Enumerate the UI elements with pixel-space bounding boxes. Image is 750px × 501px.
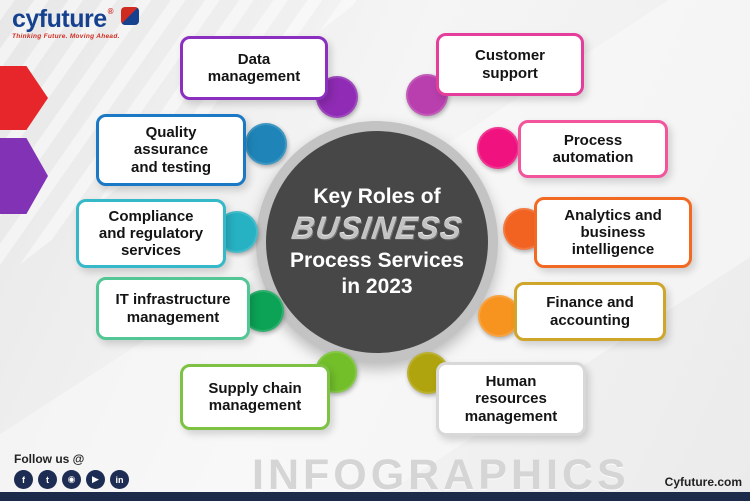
role-label: Supply chain management — [208, 379, 302, 414]
role-box-analytics: Analytics and business intelligence — [534, 197, 692, 268]
role-label: Customer support — [474, 47, 545, 82]
center-title-line1: Key Roles of — [313, 184, 441, 208]
logo-text: cyfuture — [12, 5, 107, 33]
role-box-quality-assurance: Quality assurance and testing — [96, 114, 246, 186]
role-label: Data management — [207, 50, 301, 85]
follow-us-block: Follow us @ f t ◉ ▶ in — [14, 452, 134, 489]
bottom-bar — [0, 492, 750, 501]
center-title-line3: Process Services — [290, 248, 464, 272]
instagram-icon[interactable]: ◉ — [62, 470, 81, 489]
cyfuture-logo: cyfuture ® Thinking Future. Moving Ahead… — [12, 7, 139, 40]
role-box-compliance: Compliance and regulatory services — [76, 199, 226, 268]
role-label: Quality assurance and testing — [130, 124, 211, 176]
logo-tagline: Thinking Future. Moving Ahead. — [12, 33, 120, 40]
role-label: Human resources management — [464, 373, 558, 425]
role-box-it-infrastructure: IT infrastructure management — [96, 277, 250, 340]
linkedin-icon[interactable]: in — [110, 470, 129, 489]
role-dot-finance — [478, 295, 520, 337]
center-title-business: BUSINESS — [289, 210, 465, 246]
registered-mark: ® — [107, 7, 114, 16]
website-link[interactable]: Cyfuture.com — [664, 475, 742, 489]
center-circle: Key Roles of BUSINESS Process Services i… — [266, 131, 488, 353]
role-box-finance: Finance and accounting — [514, 282, 666, 341]
role-label: Process automation — [552, 131, 634, 166]
role-box-customer-support: Customer support — [436, 33, 584, 96]
role-label: IT infrastructure management — [115, 291, 231, 326]
youtube-icon[interactable]: ▶ — [86, 470, 105, 489]
role-dot-process-automation — [477, 127, 519, 169]
role-box-data-management: Data management — [180, 36, 328, 100]
facebook-icon[interactable]: f — [14, 470, 33, 489]
twitter-icon[interactable]: t — [38, 470, 57, 489]
role-dot-quality-assurance — [245, 123, 287, 165]
role-label: Analytics and business intelligence — [564, 206, 662, 259]
role-box-process-automation: Process automation — [518, 120, 668, 178]
role-label: Finance and accounting — [546, 294, 634, 329]
center-title-line4: in 2023 — [341, 275, 413, 299]
infographics-watermark: INFOGRAPHICS — [252, 451, 630, 499]
logo-mark-icon — [120, 7, 139, 25]
follow-us-label: Follow us @ — [14, 452, 85, 466]
role-box-human-resources: Human resources management — [436, 362, 586, 436]
logo-row: cyfuture ® — [12, 7, 139, 32]
role-label: Compliance and regulatory services — [98, 207, 204, 260]
social-icons-row: f t ◉ ▶ in — [14, 470, 134, 489]
role-box-supply-chain: Supply chain management — [180, 364, 330, 430]
center-circle-ring: Key Roles of BUSINESS Process Services i… — [256, 121, 498, 363]
